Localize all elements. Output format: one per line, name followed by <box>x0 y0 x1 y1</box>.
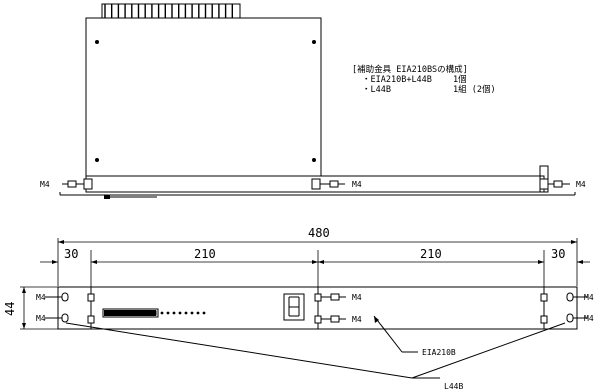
dim-total: 480 <box>308 226 330 240</box>
led-row <box>160 311 206 315</box>
callout-ear: L44B <box>444 382 463 391</box>
front-screw <box>87 315 95 324</box>
mount-hole <box>95 40 99 44</box>
led-indicator <box>196 311 200 315</box>
front-screw-leaders <box>45 293 588 323</box>
screw-label: M4 <box>584 314 594 323</box>
dim-section-left: 210 <box>194 247 216 261</box>
note-item-name: ・EIA210B+L44B <box>362 75 432 85</box>
led-indicator <box>166 311 170 315</box>
led-indicator <box>172 311 176 315</box>
screw-label: M4 <box>40 180 50 189</box>
ear-right <box>566 292 574 323</box>
front-screw <box>540 315 548 324</box>
note-item-qty: 1個 <box>453 74 467 85</box>
component-note: [補助金具 EIA210BSの構成] ・EIA210B+L44B 1個 ・L44… <box>352 64 496 95</box>
dim-right-margin: 30 <box>551 247 565 261</box>
led-indicator <box>178 311 182 315</box>
seven-segment-display <box>283 293 305 321</box>
led-indicator <box>184 311 188 315</box>
front-screw <box>314 315 322 324</box>
led-indicator <box>202 311 206 315</box>
callout-leaders <box>65 315 566 379</box>
dimension-lines: 480 30 210 210 30 44 <box>3 226 590 330</box>
connector-pins <box>101 3 241 19</box>
dim-height: 44 <box>3 302 17 316</box>
note-item-name: ・L44B <box>362 85 391 95</box>
mount-hole <box>312 158 316 162</box>
screw-label: M4 <box>352 315 362 324</box>
dim-left-margin: 30 <box>64 247 78 261</box>
screw-label: M4 <box>36 314 46 323</box>
screw-label: M4 <box>576 180 586 189</box>
front-screw <box>540 293 548 302</box>
led-indicator <box>190 311 194 315</box>
front-screw <box>87 293 95 302</box>
front-screw <box>314 293 322 302</box>
display-window <box>102 308 159 318</box>
dim-section-right: 210 <box>420 247 442 261</box>
top-view: M4 M4 M4 [補助金具 EIA210BSの構成] ・EIA210B+L44… <box>40 3 586 199</box>
screw-mid-top <box>311 178 345 190</box>
screw-right-top <box>539 178 570 190</box>
mount-hole <box>95 158 99 162</box>
note-title: [補助金具 EIA210BSの構成] <box>352 64 468 75</box>
callout-bracket-set: EIA210B <box>422 348 456 357</box>
note-item-qty: 1組 (2個) <box>453 84 496 95</box>
screw-label: M4 <box>36 293 46 302</box>
screw-left-top <box>62 178 93 190</box>
screw-label: M4 <box>352 293 362 302</box>
front-view: M4 M4 M4 M4 M4 M4 <box>36 286 594 391</box>
led-indicator <box>160 311 164 315</box>
mount-hole <box>312 40 316 44</box>
ear-left <box>61 292 69 323</box>
unit-body-top <box>85 17 322 177</box>
screw-label: M4 <box>352 180 362 189</box>
screw-label: M4 <box>584 293 594 302</box>
